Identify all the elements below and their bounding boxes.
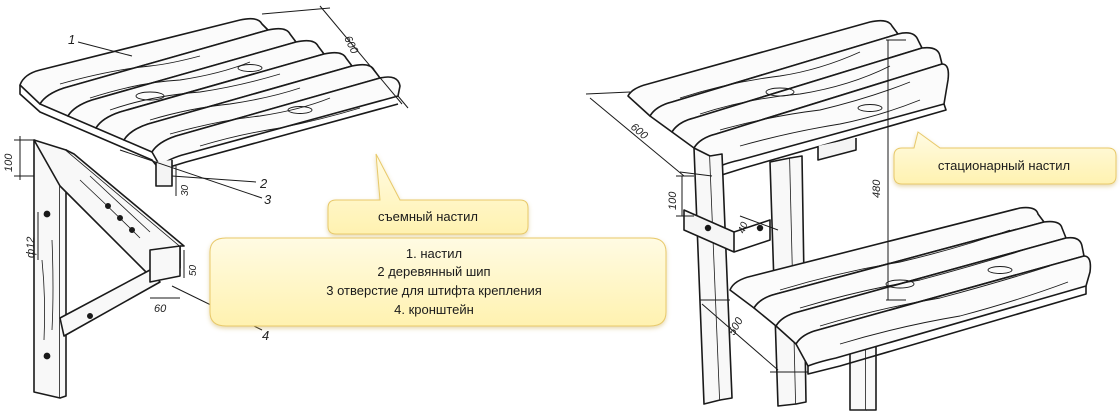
callout-legend (209, 237, 667, 327)
wooden-pin (155, 160, 173, 187)
deck-grain (59, 55, 361, 147)
callout-stationary (893, 131, 1117, 185)
dim-left-depth: 600 (341, 34, 360, 57)
dim-left-bracket-h: 100 (3, 153, 15, 172)
callout-removable-text: съемный настил (378, 209, 478, 224)
deck-boards (19, 17, 401, 167)
dim-right-depth: 600 (628, 121, 650, 143)
legend-item-2: 2 деревянный шип (377, 264, 490, 279)
dimension-lines-right (585, 39, 906, 373)
dim-left-block-w: 60 (154, 303, 167, 315)
stationary-deck-drawing (585, 19, 1092, 411)
dim-right-rail-h: 100 (667, 191, 679, 210)
bracket (33, 139, 185, 399)
part-label-1: 1 (68, 32, 75, 47)
dim-left-hole-d: ф12 (25, 237, 37, 258)
part-label-4: 4 (262, 328, 269, 343)
part-number-labels: 1 2 3 4 (68, 32, 272, 343)
dim-left-pin-h: 30 (180, 184, 191, 196)
callout-removable (327, 153, 529, 235)
dim-left-block-h: 50 (188, 264, 199, 276)
dim-right-front-w: 40 (736, 220, 750, 235)
part-label-2: 2 (259, 176, 268, 191)
dimension-lines (14, 5, 409, 299)
legend-item-3: 3 отверстие для штифта крепления (326, 283, 542, 298)
removable-deck-drawing (14, 5, 409, 399)
part-label-3: 3 (264, 192, 272, 207)
dim-right-height: 480 (871, 179, 883, 198)
legend-lines: 1. настил 2 деревянный шип 3 отверстие д… (326, 246, 542, 317)
lower-bench-boards (729, 206, 1092, 367)
legend-item-4: 4. кронштейн (394, 302, 474, 317)
callout-stationary-text: стационарный настил (938, 158, 1070, 173)
legend-item-1: 1. настил (406, 246, 462, 261)
